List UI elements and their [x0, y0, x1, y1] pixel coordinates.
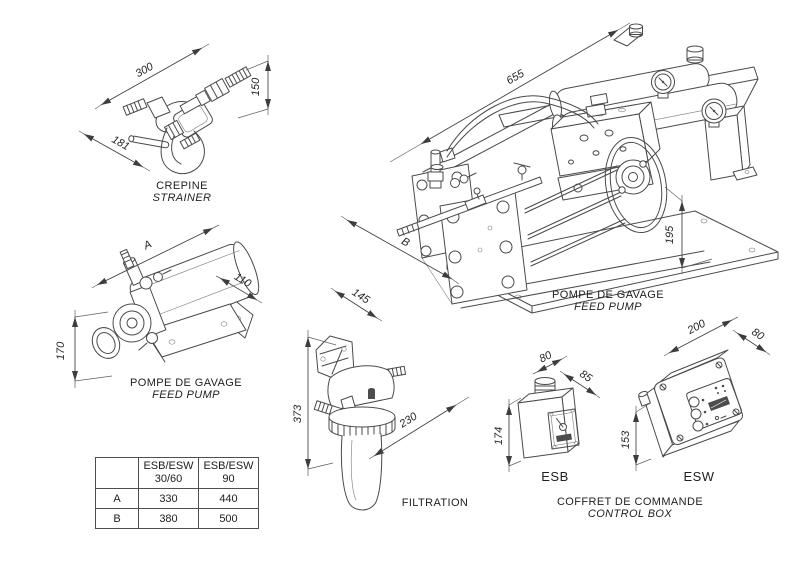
- dim-label: 145: [350, 286, 373, 307]
- size-table-header-blank: [95, 457, 139, 489]
- size-table-header-row: ESB/ESW 30/60 ESB/ESW 90: [95, 457, 259, 489]
- pressure-gauge: [701, 98, 727, 128]
- size-table-header-30-60: ESB/ESW 30/60: [138, 457, 199, 489]
- strainer-caption-fr: CREPINE: [156, 180, 208, 192]
- dim-label: 153: [620, 430, 632, 449]
- filtration-dim-depth: 230: [368, 396, 470, 460]
- filtration-dim-width: 145: [330, 286, 383, 322]
- control-box-caption-en: CONTROL BOX: [587, 507, 673, 520]
- filtration-caption-text: FILTRATION: [401, 497, 469, 509]
- feed-pump-large-caption-fr: POMPE DE GAVAGE: [552, 289, 664, 301]
- filler-cap: [686, 45, 704, 64]
- size-table-row-b-label: B: [95, 508, 139, 529]
- esb-label: ESB: [541, 469, 569, 484]
- dim-label: 174: [493, 427, 505, 445]
- size-table-row-a-label: A: [95, 488, 139, 509]
- dim-label: 80: [749, 326, 767, 343]
- esw-dim-height: 153: [620, 403, 652, 471]
- control-box-caption-fr: COFFRET DE COMMANDE: [556, 496, 704, 508]
- size-table-row-a-value-2: 440: [198, 488, 259, 509]
- strainer-drawing: [122, 66, 252, 175]
- filtration-caption: FILTRATION: [401, 497, 469, 510]
- dim-label: A: [141, 238, 154, 252]
- feed-pump-large-dim-height: 195: [664, 186, 713, 274]
- filtration-dim-height: 373: [292, 330, 337, 476]
- esw-dim-depth: 80: [732, 326, 771, 356]
- strainer-caption: CREPINE STRAINER: [152, 180, 212, 204]
- filtration-drawing: [313, 335, 407, 511]
- dim-label: B: [399, 235, 411, 249]
- table-row: B 380 500: [95, 508, 259, 529]
- feed-pump-small-caption: POMPE DE GAVAGE FEED PUMP: [130, 377, 242, 401]
- dim-label: 300: [134, 60, 157, 80]
- feed-pump-small-caption-en: FEED PUMP: [152, 388, 220, 401]
- table-row: A 330 440: [95, 488, 259, 509]
- size-table-header-90: ESB/ESW 90: [198, 457, 259, 489]
- size-table-row-b-value-2: 500: [198, 508, 259, 529]
- esw-label: ESW: [683, 469, 715, 484]
- esw-box-drawing: [638, 349, 743, 458]
- feed-pump-large-caption: POMPE DE GAVAGE FEED PUMP: [552, 289, 664, 313]
- filler-cap: [629, 23, 643, 38]
- dim-label: 80: [537, 349, 554, 366]
- control-box-caption: COFFRET DE COMMANDE CONTROL BOX: [556, 496, 704, 520]
- esb-dim-width: 80: [532, 349, 568, 375]
- pressure-gauge: [651, 70, 675, 99]
- size-table-row-a-value-1: 330: [138, 488, 199, 509]
- dim-label: 230: [397, 410, 421, 431]
- dim-label: 85: [577, 368, 595, 385]
- strainer-dim-height: 150: [237, 55, 271, 119]
- feed-pump-small-drawing: [91, 241, 260, 363]
- esb-box-drawing: [517, 377, 580, 459]
- feed-pump-large-caption-en: FEED PUMP: [574, 300, 642, 313]
- size-table-row-b-value-1: 380: [138, 508, 199, 529]
- dim-label: 373: [292, 404, 304, 423]
- dim-label: 150: [250, 77, 262, 96]
- dim-label: 170: [55, 341, 67, 360]
- feed-pump-small-dim-height: 170: [55, 310, 113, 388]
- strainer-caption-en: STRAINER: [152, 191, 212, 204]
- feed-pump-small-caption-fr: POMPE DE GAVAGE: [130, 377, 242, 389]
- feed-pump-large-drawing: [396, 23, 779, 314]
- size-table: ESB/ESW 30/60 ESB/ESW 90 A 330 440 B 380…: [95, 457, 259, 529]
- esb-dim-height: 174: [493, 397, 522, 472]
- dim-label: 195: [664, 225, 676, 244]
